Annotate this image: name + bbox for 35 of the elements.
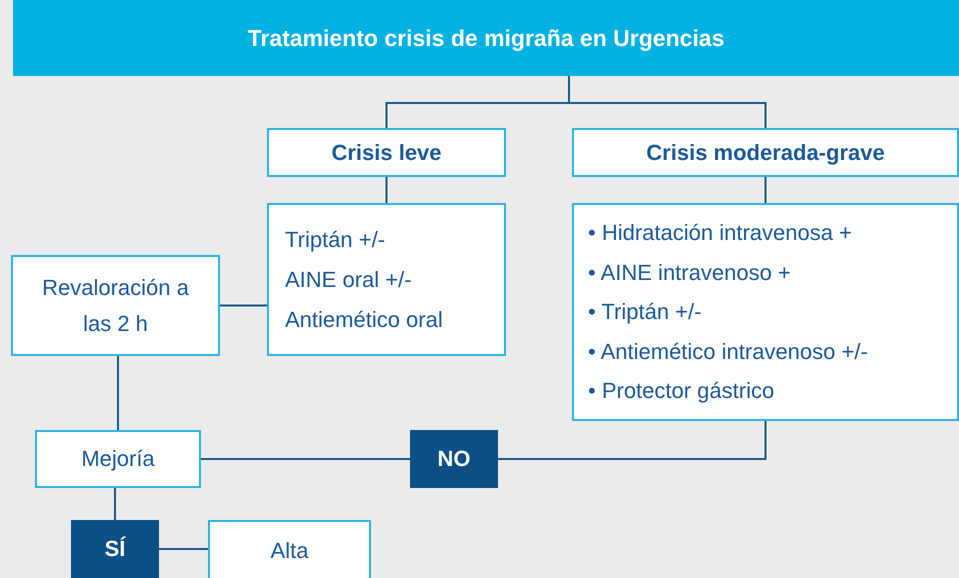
connector-line <box>568 76 766 128</box>
title-banner <box>13 0 959 76</box>
box-label: NO <box>438 445 470 473</box>
connector-line <box>201 458 410 460</box>
box-label: Alta <box>270 537 308 565</box>
answer-box <box>410 430 498 488</box>
box-label: Crisis leve <box>331 138 442 166</box>
bullet-item: • Triptán +/- <box>588 298 702 326</box>
connector-line <box>764 177 766 203</box>
connector-line <box>498 421 766 460</box>
box-label: Tratamiento crisis de migraña en Urgencias <box>248 24 724 53</box>
connector-line <box>386 177 388 203</box>
heading-box <box>572 128 959 177</box>
process-box <box>35 430 201 488</box>
box-label: Mejoría <box>81 445 155 473</box>
connector-line <box>117 356 119 430</box>
list-item: Antiemético oral <box>285 306 443 334</box>
connector-line <box>114 488 116 520</box>
bullet-item: • Hidratación intravenosa + <box>588 219 852 248</box>
answer-box <box>71 520 159 578</box>
process-box <box>208 520 371 578</box>
box-label: Crisis moderada-grave <box>646 138 885 167</box>
bullet-item: • AINE intravenoso + <box>588 258 791 287</box>
heading-box <box>267 128 506 177</box>
bullet-item: • Antiemético intravenoso +/- <box>588 338 868 366</box>
treatment-box <box>572 203 959 421</box>
list-item: AINE oral +/- <box>285 266 412 294</box>
connector-line <box>220 304 267 306</box>
list-item: Triptán +/- <box>285 226 386 254</box>
process-box <box>11 255 220 356</box>
connector-line <box>159 548 208 550</box>
box-label: Revaloración a las 2 h <box>41 274 190 338</box>
bullet-item: • Protector gástrico <box>588 377 774 406</box>
treatment-box <box>267 203 506 356</box>
box-label: SÍ <box>104 535 126 563</box>
